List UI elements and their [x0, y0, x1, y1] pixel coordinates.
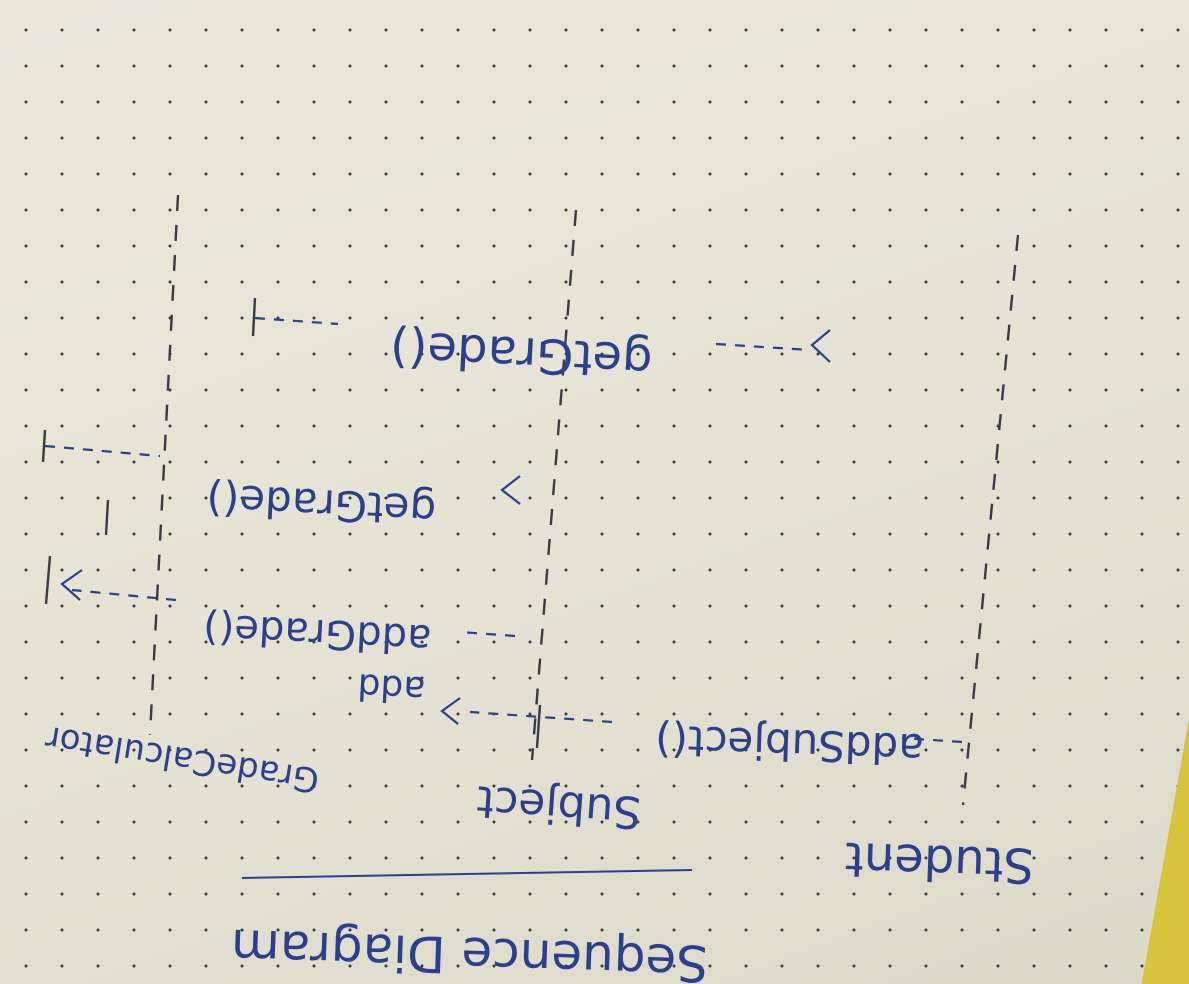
lifeline-student: [961, 234, 1020, 806]
message-1-label: addSubject(): [654, 715, 924, 773]
message-2-label: addGrade(): [202, 604, 433, 662]
participant-student-group: Student: [844, 831, 1035, 894]
message-4-tick: [251, 297, 257, 337]
message-2-tick: [44, 555, 52, 605]
diagram-title-group: Sequence Diagram: [230, 918, 709, 984]
message-1-arrowhead: [440, 697, 461, 725]
message-3-tick-top: [41, 429, 47, 463]
message-4-label: getGrade(): [389, 319, 654, 389]
message-2-insert-group: add: [356, 665, 426, 709]
participant-subject: Subject: [475, 775, 643, 837]
participant-subject-group: Subject: [475, 775, 643, 837]
message-3-arrowhead: [500, 475, 521, 505]
message-4-label-group: getGrade(): [389, 319, 654, 389]
message-1-line-left: [469, 710, 613, 724]
participant-grade-calculator-group: GradeCalculator: [43, 717, 322, 800]
lifeline-subject: [530, 209, 578, 761]
title-underline: [241, 869, 693, 879]
message-2-line-right: [459, 630, 516, 638]
message-2-arrowhead: [60, 569, 83, 601]
message-3-label: getGrade(): [205, 474, 437, 535]
message-3-tick-left: [104, 499, 110, 536]
message-3-label-group: getGrade(): [205, 474, 437, 535]
message-4-line-right: [715, 342, 811, 352]
message-2-insert: add: [356, 665, 426, 709]
participant-student: Student: [844, 831, 1035, 894]
message-2-label-group: addGrade(): [202, 604, 433, 662]
message-4-arrowhead: [810, 329, 831, 363]
lifeline-grade-calculator: [148, 194, 180, 736]
message-1-tick: [535, 704, 542, 749]
diagram-title: Sequence Diagram: [230, 918, 709, 984]
message-1-label-group: addSubject(): [654, 715, 924, 773]
message-3-line-left: [44, 444, 161, 458]
participant-grade-calculator: GradeCalculator: [43, 717, 322, 800]
message-4-line-left: [254, 316, 339, 326]
message-2-line-left: [71, 588, 177, 602]
